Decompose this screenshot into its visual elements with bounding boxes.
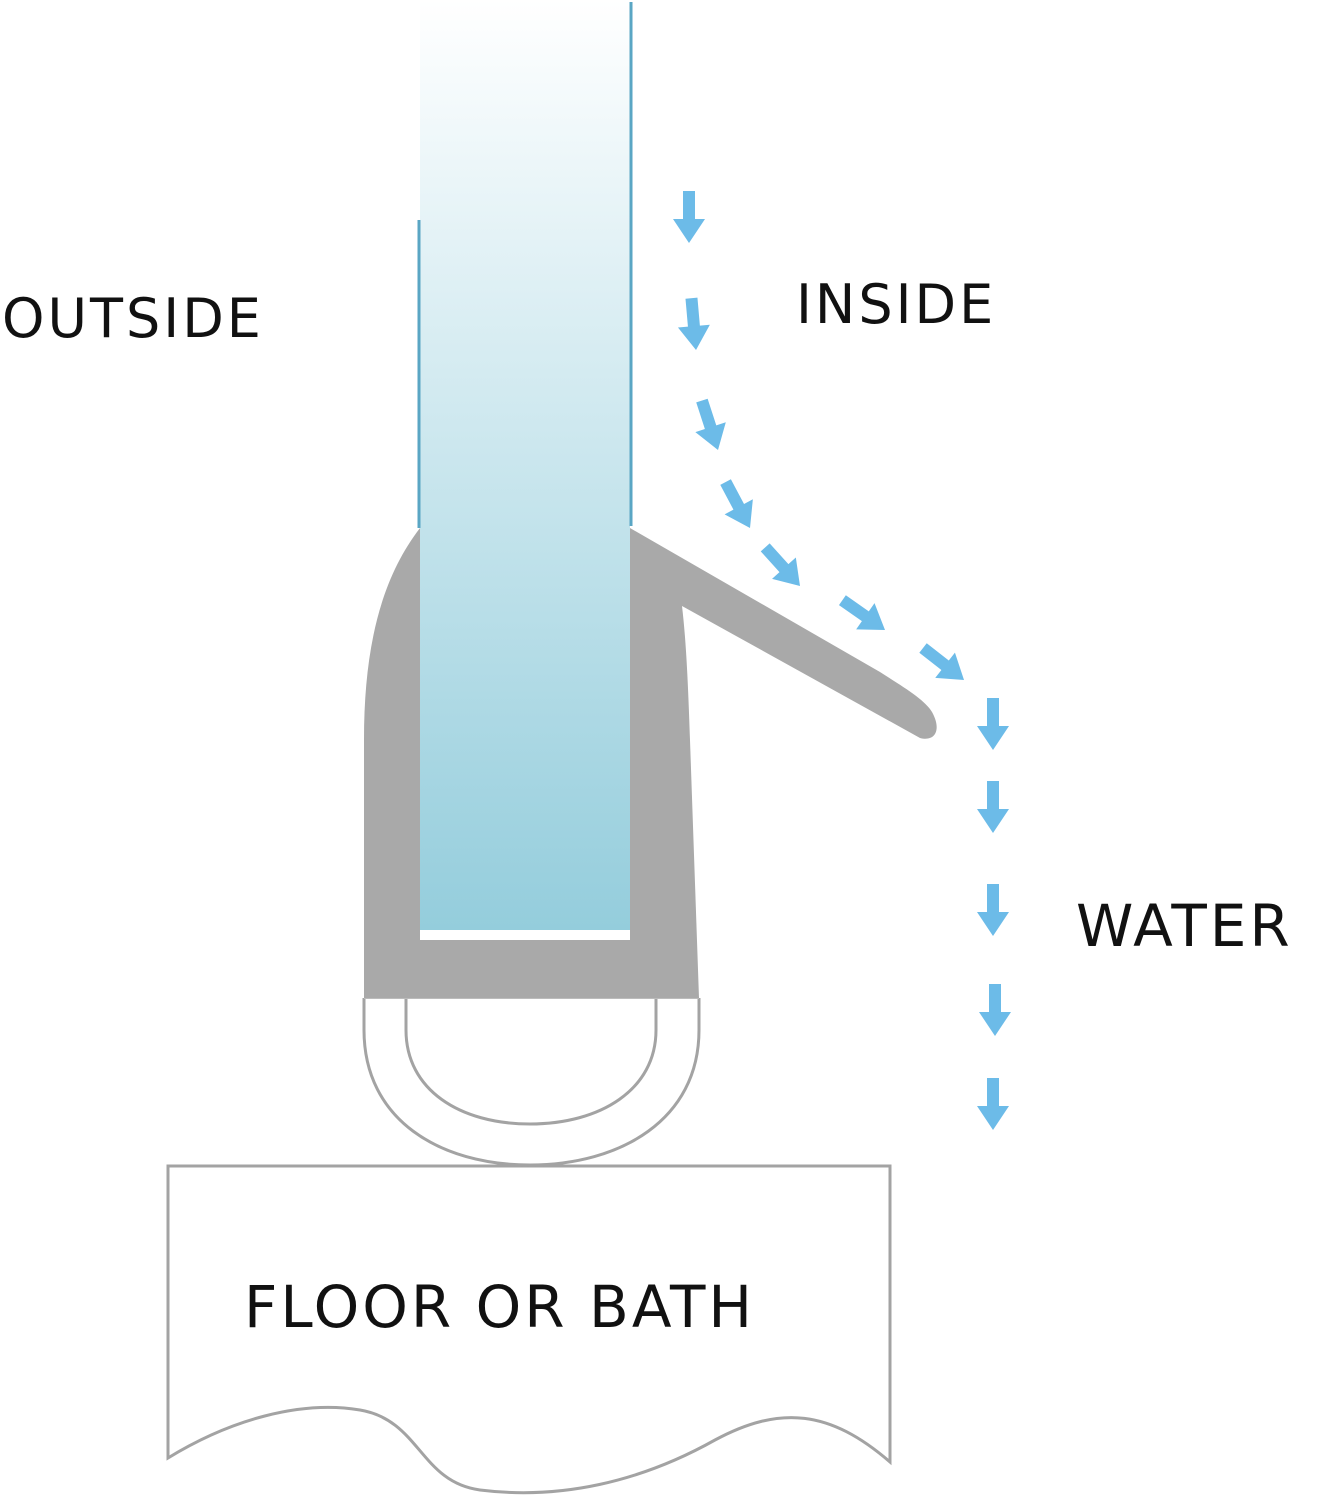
seal-bulb-inner xyxy=(404,998,658,1126)
arrow-down-icon xyxy=(977,781,1009,833)
label-water: WATER xyxy=(1076,892,1293,960)
glass-panel xyxy=(420,0,630,930)
arrow-down-icon xyxy=(760,543,800,586)
arrow-down-icon xyxy=(720,479,753,528)
water-flow-arrows xyxy=(673,191,1011,1130)
seal-channel xyxy=(364,528,937,998)
arrow-down-icon xyxy=(919,643,964,680)
arrow-down-icon xyxy=(838,595,885,630)
label-outside: OUTSIDE xyxy=(2,287,264,350)
arrow-down-icon xyxy=(977,884,1009,936)
arrow-down-icon xyxy=(977,698,1009,750)
label-floor-or-bath: FLOOR OR BATH xyxy=(244,1273,756,1341)
arrow-down-icon xyxy=(695,398,726,450)
arrow-down-icon xyxy=(977,1078,1009,1130)
floor-block xyxy=(166,1164,892,1495)
seal-bulb-outer xyxy=(362,998,701,1167)
arrow-down-icon xyxy=(677,297,710,350)
arrow-down-icon xyxy=(979,984,1011,1036)
arrow-down-icon xyxy=(673,191,705,243)
label-inside: INSIDE xyxy=(796,273,997,336)
